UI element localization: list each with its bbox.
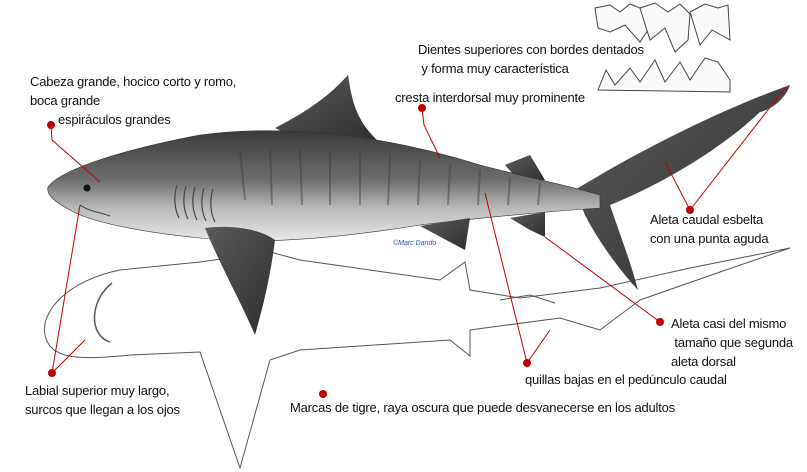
label-teeth-line: Dientes superiores con bordes dentados <box>418 42 644 57</box>
label-anal-line: aleta dorsal <box>671 354 736 369</box>
pectoral-fin <box>205 226 275 335</box>
label-labial-furrows: Labial superior muy largo, surcos que lle… <box>25 381 180 419</box>
first-dorsal-fin <box>275 75 380 143</box>
label-keels: quillas bajas en el pedúnculo caudal <box>525 372 727 387</box>
label-caudal-fin: Aleta caudal esbelta con una punta aguda <box>650 210 769 248</box>
label-interdorsal-ridge: cresta interdorsal muy prominente <box>395 90 585 105</box>
label-head-line: Cabeza grande, hocico corto y romo, <box>30 74 237 89</box>
label-tiger-markings: Marcas de tigre, raya oscura que puede d… <box>290 400 675 415</box>
ventral-view-outline <box>43 247 791 470</box>
caudal-fin <box>575 85 790 290</box>
label-labial-line: Labial superior muy largo, <box>25 383 170 398</box>
label-anal-fin: Aleta casi del mismo tamaño que segunda a… <box>671 314 793 371</box>
label-anal-line: Aleta casi del mismo <box>671 316 787 331</box>
anal-fin <box>510 212 545 237</box>
gill-slits <box>174 184 216 223</box>
pelvic-fin <box>420 218 470 250</box>
label-teeth-line: y forma muy característica <box>418 61 569 76</box>
label-anal-line: tamaño que segunda <box>671 335 793 350</box>
annotation-dots <box>47 104 694 398</box>
label-caudal-line: Aleta caudal esbelta <box>650 212 764 227</box>
label-labial-line: surcos que llegan a los ojos <box>25 402 180 417</box>
illustrator-credit: ©Marc Dando <box>393 240 437 247</box>
body <box>47 130 601 242</box>
label-head: Cabeza grande, hocico corto y romo, boca … <box>30 72 236 110</box>
tiger-stripes <box>239 147 541 206</box>
eye <box>83 184 91 192</box>
label-caudal-line: con una punta aguda <box>650 231 769 246</box>
label-spiracles: espiráculos grandes <box>58 112 171 127</box>
label-head-line: boca grande <box>30 93 101 108</box>
label-teeth: Dientes superiores con bordes dentados y… <box>418 40 644 78</box>
shark-lateral-view <box>47 75 790 335</box>
teeth-illustration <box>594 2 731 93</box>
